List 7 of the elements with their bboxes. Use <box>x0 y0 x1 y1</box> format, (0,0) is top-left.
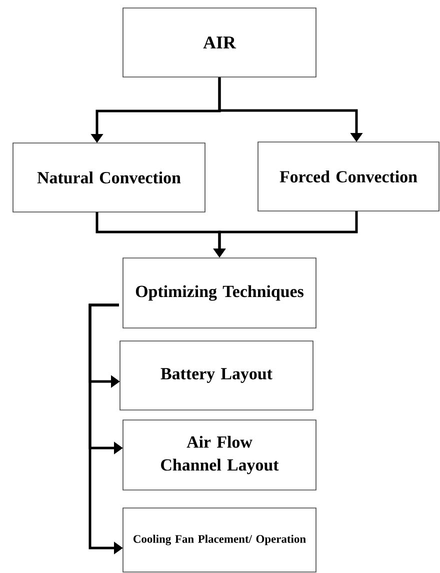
process-box: Cooling Fan Placement/ Operation <box>122 508 316 572</box>
process-box: AIR <box>122 8 316 78</box>
process-box: Natural Convection <box>12 142 206 212</box>
process-box: Battery Layout <box>120 340 314 410</box>
process-box: Air Flow Channel Layout <box>122 420 316 490</box>
process-box: Forced Convection <box>258 142 440 212</box>
process-box: Optimizing Techniques <box>122 258 316 328</box>
